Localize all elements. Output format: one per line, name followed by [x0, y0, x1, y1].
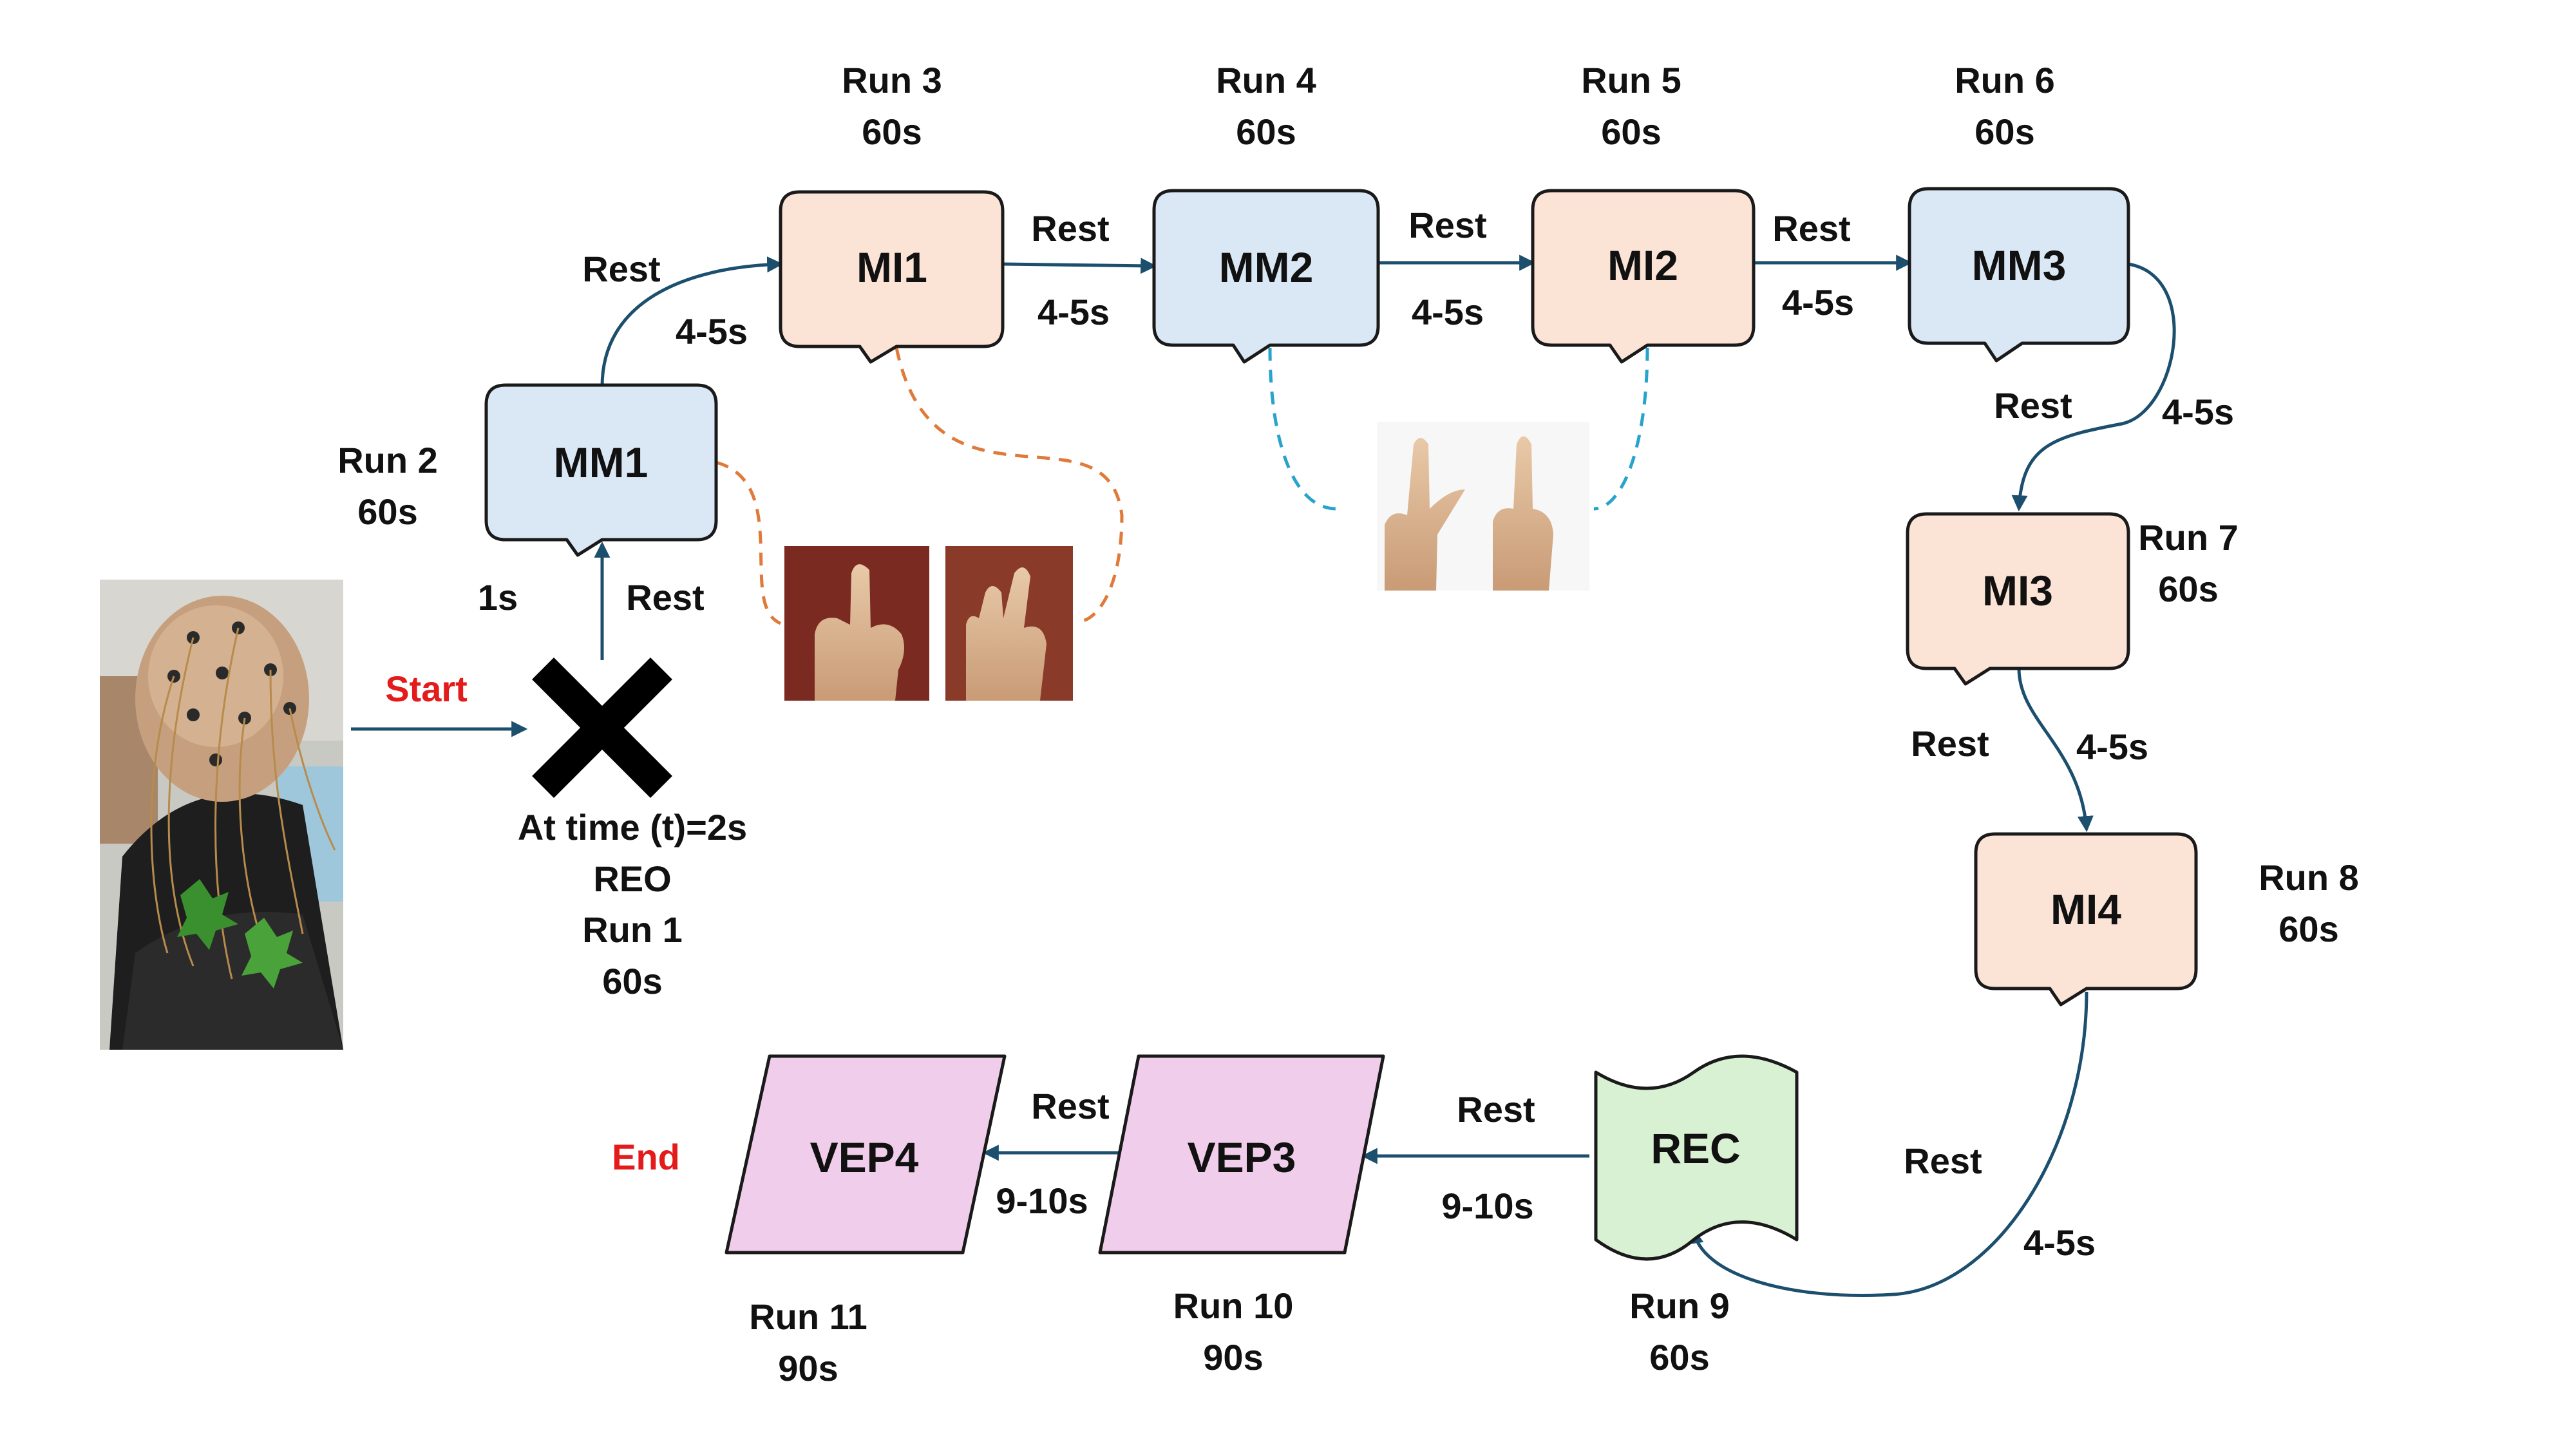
node-mi4 [1974, 832, 2198, 1007]
dashed-link-mm2-photo [1268, 347, 1337, 511]
node-mi1 [779, 190, 1005, 364]
node-vep4-label: VEP4 [810, 1133, 919, 1181]
arrow-mi3-to-mi4 [2017, 668, 2094, 833]
node-rec [1594, 1054, 1799, 1261]
node-mm2 [1152, 189, 1380, 364]
rest-label-mm1: Rest [626, 577, 705, 618]
rest-label-rec: Rest [1904, 1141, 1982, 1181]
dashed-link-mi2-photo [1593, 347, 1649, 511]
node-mm1-label: MM1 [553, 439, 649, 486]
arrow-mi1-to-mm2 [1002, 258, 1157, 274]
rest-label-mi2: Rest [1408, 205, 1487, 245]
node-mm2-label: MM2 [1218, 243, 1314, 291]
node-vep3-label: VEP3 [1187, 1133, 1296, 1181]
rest-label-mi4: Rest [1911, 723, 1989, 764]
node-rec-label: REC [1651, 1124, 1741, 1172]
rest-label-mm3: Rest [1772, 208, 1851, 249]
timing-mi3: 4-5s [2161, 392, 2235, 432]
node-mi3 [1906, 512, 2130, 686]
node-mi1-label: MI1 [856, 243, 928, 291]
dashed-link-mi1-photo [895, 347, 1124, 623]
node-mi2-label: MI2 [1607, 242, 1679, 289]
arrow-mi4-to-rec [1687, 991, 2088, 1298]
finger-point-photos [1377, 422, 1589, 591]
start-label: Start [385, 668, 468, 709]
timing-mm2: 4-5s [1037, 292, 1110, 332]
arrow-mm3-to-mi3 [2011, 262, 2176, 512]
timing-vep4: 9-10s [996, 1180, 1088, 1221]
node-mm1 [484, 383, 718, 557]
timing-mi4: 4-5s [2076, 726, 2149, 767]
rest-label-mi1: Rest [582, 249, 661, 289]
rest-label-mm2: Rest [1031, 208, 1110, 249]
rest-label-vep3: Rest [1457, 1089, 1535, 1130]
node-mi2 [1531, 189, 1756, 364]
node-mm3 [1908, 187, 2130, 363]
eeg-cap-subject-photo [100, 580, 343, 1050]
x-cross-icon [532, 658, 672, 798]
rest-label-vep4: Rest [1031, 1086, 1110, 1126]
timing-mi1: 4-5s [675, 311, 748, 352]
timing-1s: 1s [477, 577, 518, 618]
node-mi3-label: MI3 [1982, 567, 2054, 614]
end-label: End [612, 1137, 680, 1177]
arrow-mm1-to-mi1 [600, 256, 784, 387]
finger-gesture-photos [784, 546, 1073, 701]
node-vep4 [724, 1054, 1007, 1255]
rest-label-mi3: Rest [1994, 385, 2072, 426]
node-vep3 [1098, 1054, 1385, 1255]
dashed-link-mm1-photo [715, 460, 782, 625]
timing-mi2: 4-5s [1411, 292, 1484, 332]
timing-mm3: 4-5s [1781, 282, 1855, 323]
timing-rec: 4-5s [2023, 1222, 2096, 1263]
node-mm3-label: MM3 [1971, 242, 2067, 289]
node-mi4-label: MI4 [2050, 886, 2122, 933]
timing-vep3: 9-10s [1441, 1186, 1534, 1226]
